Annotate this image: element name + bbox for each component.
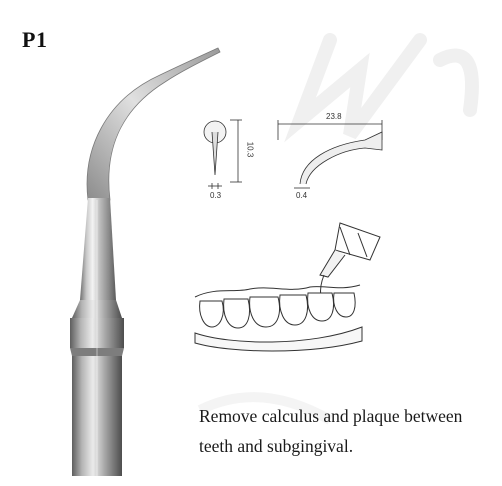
product-description: Remove calculus and plaque between teeth…: [199, 401, 499, 461]
teeth-scaling-illustration: [190, 215, 390, 355]
product-title: P1: [22, 27, 48, 52]
description-line-2: teeth and subgingival.: [199, 436, 354, 456]
dim-tip-length: 10.3: [245, 141, 255, 158]
dim-tip-end: 0.4: [296, 191, 308, 200]
dim-tip-diameter: 0.3: [210, 191, 222, 200]
description-line-1: Remove calculus and plaque between: [199, 406, 463, 426]
dimension-drawing: 10.3 0.3 23.8 0.4: [190, 110, 400, 205]
dim-overall-length: 23.8: [326, 112, 342, 121]
